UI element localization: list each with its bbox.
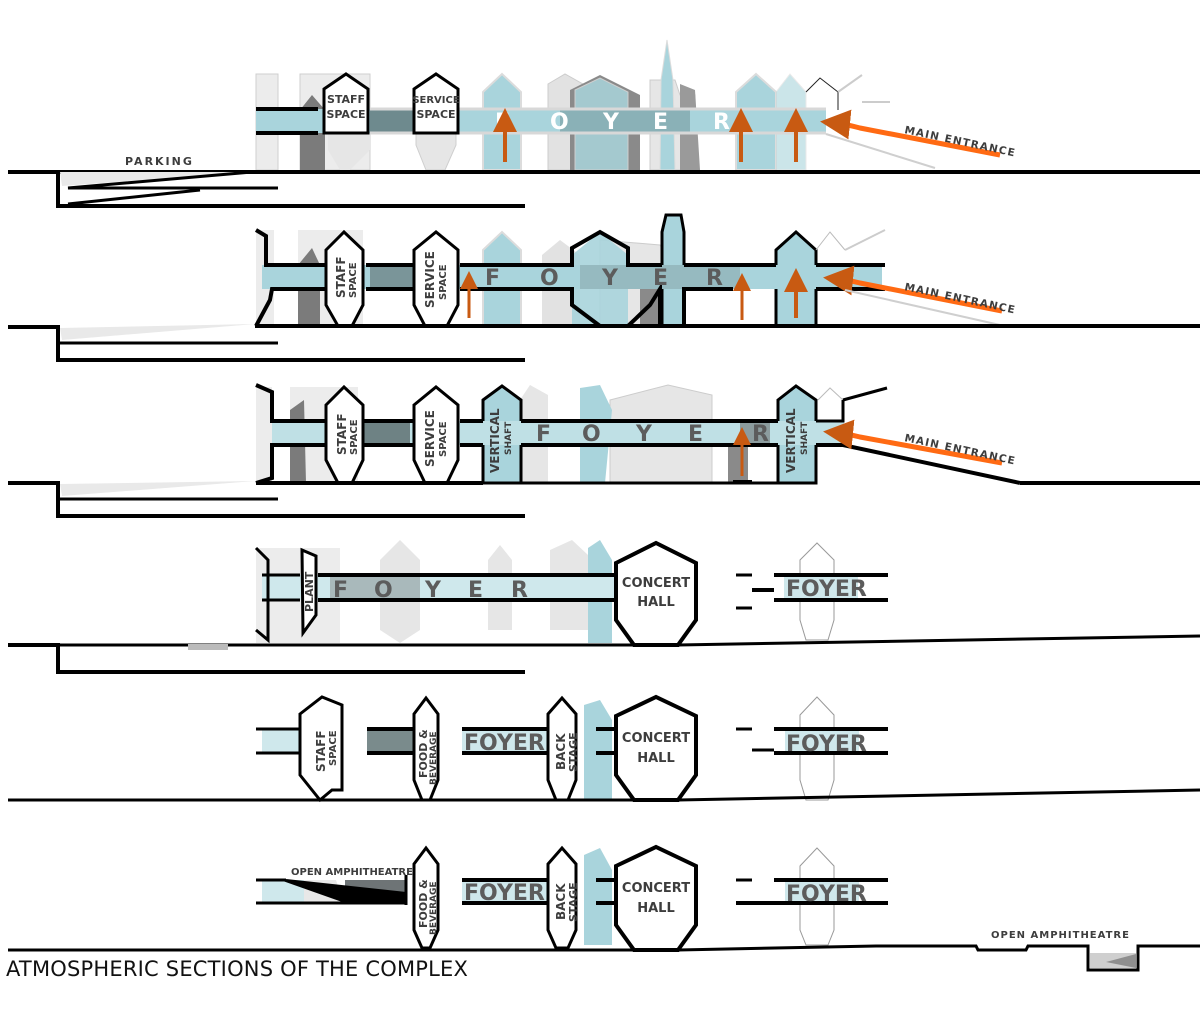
section-6: OPEN AMPHITHEATRE FOOD & BEVERAGE FOYER …	[8, 844, 1200, 972]
foyer-letter: Y	[635, 422, 653, 447]
service-label: SERVICE	[412, 95, 460, 106]
space-label: SPACE	[328, 730, 339, 766]
staff-space-room	[324, 384, 365, 485]
foyer-letters: F O Y E R	[536, 422, 769, 447]
foyer-band	[462, 880, 548, 903]
staff-label: STAFF	[327, 93, 365, 106]
foyer-letter: R	[713, 110, 730, 135]
staff-space-room	[298, 695, 344, 803]
foyer-letter: R	[511, 578, 528, 603]
vertical-label: VERTICAL	[488, 408, 502, 473]
concert-label: CONCERT	[622, 576, 690, 591]
staff-label: STAFF	[314, 730, 328, 772]
beverage-label: BEVERAGE	[429, 731, 439, 785]
foyer-letter: F	[485, 266, 500, 291]
staff-space-room	[324, 229, 365, 328]
open-amphitheatre-label: OPEN AMPHITHEATRE	[291, 867, 413, 878]
back-label: BACK	[554, 733, 568, 770]
drawing-title: ATMOSPHERIC SECTIONS OF THE COMPLEX	[6, 957, 469, 981]
staff-space-room	[322, 72, 370, 135]
food-label: FOOD &	[417, 879, 430, 928]
concert-hall-room	[614, 844, 698, 952]
foyer-label: FOYER	[786, 577, 867, 602]
foyer-letter: F	[495, 110, 510, 135]
concert-hall-room	[614, 694, 698, 802]
foyer-label: FOYER	[464, 731, 545, 756]
foyer-letter: O	[550, 110, 569, 135]
space-label: SPACE	[326, 108, 365, 121]
section-1: STAFF SPACE SERVICE SPACE F O Y E R MAIN…	[8, 39, 1200, 208]
service-label: SERVICE	[423, 251, 437, 308]
foyer-letter: E	[653, 266, 668, 291]
space-label: SPACE	[348, 262, 359, 298]
hall-label: HALL	[637, 751, 675, 766]
space-label: SPACE	[438, 264, 449, 300]
foyer-letter: Y	[601, 266, 619, 291]
food-label: FOOD &	[417, 729, 430, 778]
foyer-label: FOYER	[786, 882, 867, 907]
main-entrance-arrow-icon	[820, 109, 1001, 158]
main-entrance-arrow-icon	[823, 419, 1003, 466]
foyer-band	[262, 265, 882, 289]
service-space-room	[412, 230, 460, 328]
service-space-room	[412, 72, 460, 135]
foyer-label: FOYER	[464, 881, 545, 906]
foyer-letter: E	[468, 578, 483, 603]
section-5: STAFF SPACE FOOD & BEVERAGE FOYER BACK S…	[8, 694, 1200, 803]
stage-label: STAGE	[567, 732, 580, 772]
foyer-letter: E	[688, 422, 703, 447]
foyer-letters: F O Y E R	[333, 578, 528, 603]
space-label: SPACE	[349, 419, 360, 455]
section-3: STAFF SPACE SERVICE SPACE VERTICAL SHAFT…	[8, 383, 1200, 518]
food-beverage-room	[412, 695, 440, 802]
foyer-letter: R	[706, 266, 723, 291]
hall-label: HALL	[637, 595, 675, 610]
plant-room	[300, 547, 318, 638]
service-space-room	[412, 385, 460, 485]
service-label: SERVICE	[423, 410, 437, 467]
plant-label: PLANT	[303, 571, 316, 612]
staff-label: STAFF	[335, 413, 349, 455]
ghost-volumes	[256, 384, 748, 484]
ground-line	[8, 643, 525, 674]
shaft-label: SHAFT	[504, 421, 514, 455]
shaft-label: SHAFT	[800, 421, 810, 455]
main-entrance-arrow-icon	[823, 265, 1003, 314]
foyer-letter: O	[540, 266, 559, 291]
concert-label: CONCERT	[622, 731, 690, 746]
hall-label: HALL	[637, 901, 675, 916]
foyer-letter: F	[333, 578, 348, 603]
foyer-letter: F	[536, 422, 551, 447]
foyer-band	[262, 575, 614, 600]
open-amphitheatre-label: OPEN AMPHITHEATRE	[991, 930, 1130, 941]
space-label: SPACE	[416, 108, 455, 121]
section-4: PLANT CONCERT HALL F O Y E R FOYER	[8, 540, 1200, 674]
space-label: SPACE	[438, 421, 449, 457]
back-label: BACK	[554, 883, 568, 920]
foyer-label: FOYER	[786, 732, 867, 757]
concert-hall-room	[614, 540, 698, 647]
parking-label: PARKING	[125, 155, 194, 168]
foyer-letters: F O Y E R	[485, 266, 723, 291]
section-2: STAFF SPACE SERVICE SPACE F O Y E R MAIN…	[8, 213, 1200, 362]
foyer-letter: Y	[602, 110, 620, 135]
foyer-letter: E	[653, 110, 668, 135]
foyer-letter: Y	[424, 578, 442, 603]
beverage-label: BEVERAGE	[429, 881, 439, 935]
stage-label: STAGE	[567, 882, 580, 922]
vertical-label: VERTICAL	[784, 408, 798, 473]
foyer-letter: O	[374, 578, 393, 603]
concert-label: CONCERT	[622, 881, 690, 896]
main-entrance-label: MAIN ENTRANCE	[903, 281, 1017, 316]
back-stage-room	[546, 695, 578, 802]
foyer-band	[462, 729, 548, 753]
staff-label: STAFF	[334, 256, 348, 298]
food-beverage-room	[412, 845, 440, 950]
foyer-letter: R	[752, 422, 769, 447]
foyer-letter: O	[582, 422, 601, 447]
back-stage-room	[546, 845, 578, 950]
